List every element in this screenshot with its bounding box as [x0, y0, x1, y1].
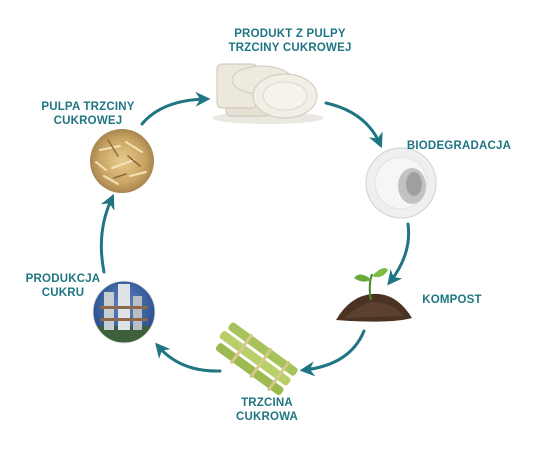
label-product: PRODUKT Z PULPY TRZCINY CUKROWEJ	[228, 28, 352, 54]
label-cane: TRZCINA CUKROWA	[235, 397, 299, 423]
arrow-pulp-to-product	[140, 91, 211, 126]
label-compost: KOMPOST	[422, 294, 482, 306]
sugarcane-icon	[215, 322, 298, 396]
sugar-factory-icon	[92, 280, 156, 344]
arrow-cane-to-sugar	[155, 342, 222, 373]
plates-icon	[212, 63, 324, 124]
label-biodegradation: BIODEGRADACJA	[406, 140, 512, 152]
arrow-biodegradation-to-compost	[387, 222, 411, 286]
arrow-compost-to-cane	[299, 329, 366, 377]
label-pulp: PULPA TRZCINY CUKROWEJ	[41, 101, 135, 127]
degrading-plate-icon	[365, 147, 437, 219]
sprout-soil-icon	[336, 268, 412, 322]
arrow-product-to-biodegradation	[324, 101, 383, 149]
label-sugar: PRODUKCJA CUKRU	[25, 273, 101, 299]
arrow-sugar-to-pulp	[99, 193, 115, 274]
bagasse-pulp-icon	[90, 129, 154, 193]
